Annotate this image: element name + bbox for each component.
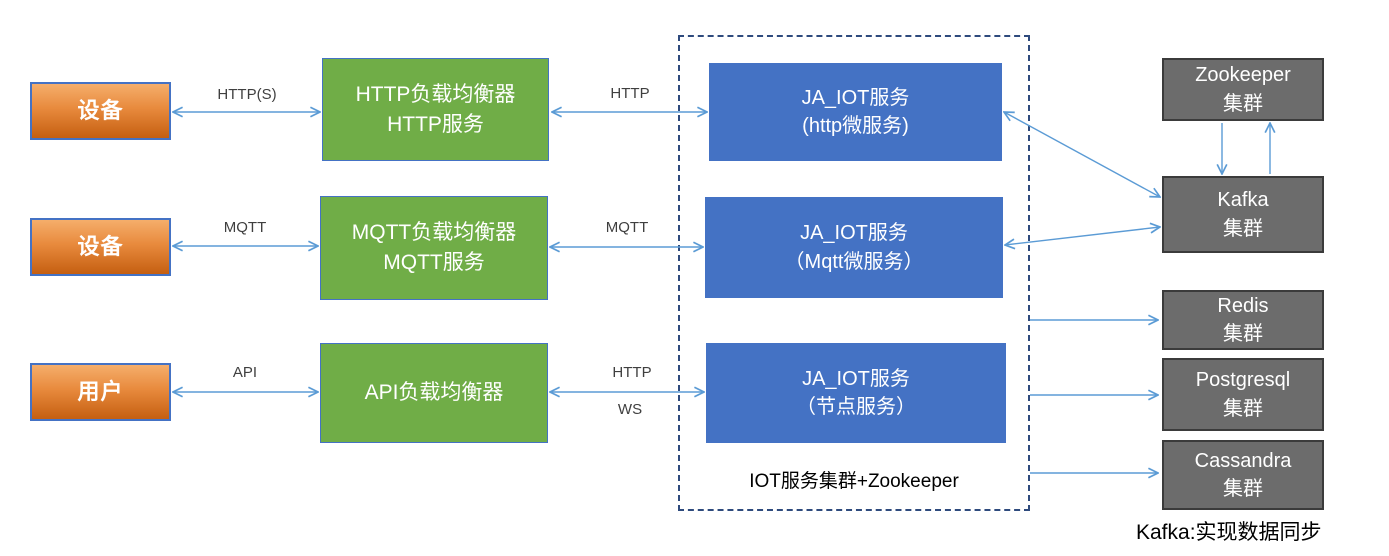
edge-label-http-1: HTTP xyxy=(610,85,650,102)
redis-line1: Redis xyxy=(1217,294,1269,317)
edge-label-https: HTTP(S) xyxy=(217,86,277,103)
node-ja-iot-node-service: JA_IOT服务 （节点服务） xyxy=(706,343,1006,443)
node-zookeeper-cluster: Zookeeper 集群 xyxy=(1162,58,1324,121)
node-user: 用户 xyxy=(30,363,171,421)
node-mqtt-load-balancer: MQTT负载均衡器 MQTT服务 xyxy=(320,196,548,300)
node-device-1: 设备 xyxy=(30,82,171,140)
cluster-caption: IOT服务集群+Zookeeper xyxy=(749,471,959,492)
redis-line2: 集群 xyxy=(1223,323,1263,345)
node-device-1-label: 设备 xyxy=(77,98,124,124)
node-http-load-balancer: HTTP负载均衡器 HTTP服务 xyxy=(322,58,549,161)
arrow-iotmqtt-kafka xyxy=(1005,227,1160,245)
zookeeper-line1: Zookeeper xyxy=(1195,64,1291,87)
node-ja-iot-mqtt-service: JA_IOT服务 （Mqtt微服务） xyxy=(705,197,1003,298)
node-device-2-label: 设备 xyxy=(77,234,124,260)
node-redis-cluster: Redis 集群 xyxy=(1162,290,1324,350)
kafka-line1: Kafka xyxy=(1217,189,1269,212)
zookeeper-line2: 集群 xyxy=(1223,92,1263,115)
iot-http-line2: (http微服务) xyxy=(802,115,909,137)
edge-label-api: API xyxy=(232,364,258,381)
edge-label-mqtt-1: MQTT xyxy=(223,219,267,236)
edge-label-mqtt-2: MQTT xyxy=(605,219,649,236)
kafka-line2: 集群 xyxy=(1223,217,1263,240)
node-api-load-balancer: API负载均衡器 xyxy=(320,343,548,443)
api-lb-line1: API负载均衡器 xyxy=(364,381,504,405)
cassandra-line2: 集群 xyxy=(1223,478,1263,500)
postgresql-line1: Postgresql xyxy=(1195,369,1291,392)
iot-mqtt-line1: JA_IOT服务 xyxy=(800,222,908,245)
iot-http-line1: JA_IOT服务 xyxy=(801,86,910,109)
edge-label-http-2: HTTP xyxy=(612,364,652,381)
edge-label-ws: WS xyxy=(617,401,643,418)
arrow-iothttp-kafka xyxy=(1004,112,1160,197)
kafka-sync-note: Kafka:实现数据同步 xyxy=(1136,521,1322,544)
postgresql-line2: 集群 xyxy=(1223,397,1263,420)
iot-node-line2: （节点服务） xyxy=(796,396,916,418)
node-postgresql-cluster: Postgresql 集群 xyxy=(1162,358,1324,431)
node-user-label: 用户 xyxy=(77,379,124,405)
mqtt-lb-line2: MQTT服务 xyxy=(383,251,485,274)
http-lb-line2: HTTP服务 xyxy=(387,112,484,136)
http-lb-line1: HTTP负载均衡器 xyxy=(355,82,516,106)
iot-node-line1: JA_IOT服务 xyxy=(802,367,910,390)
mqtt-lb-line1: MQTT负载均衡器 xyxy=(351,221,517,245)
node-kafka-cluster: Kafka 集群 xyxy=(1162,176,1324,253)
cassandra-line1: Cassandra xyxy=(1194,449,1292,472)
node-cassandra-cluster: Cassandra 集群 xyxy=(1162,440,1324,510)
iot-mqtt-line2: （Mqtt微服务） xyxy=(784,250,924,273)
iot-cluster-dashed-border xyxy=(678,35,1030,511)
node-ja-iot-http-service: JA_IOT服务 (http微服务) xyxy=(709,63,1002,161)
node-device-2: 设备 xyxy=(30,218,171,276)
